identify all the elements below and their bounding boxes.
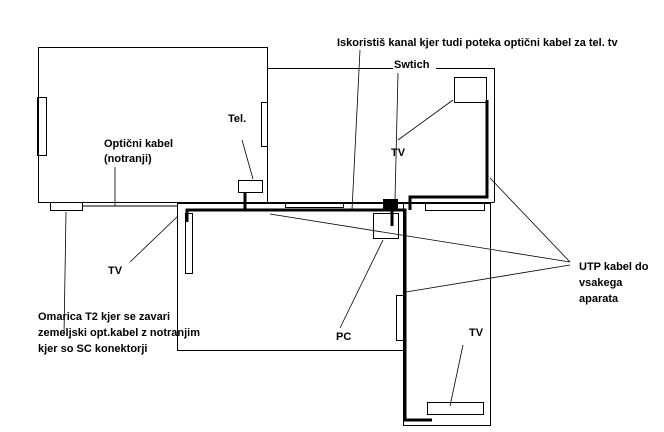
label-tv-left: TV	[108, 265, 123, 277]
label-utp-1: UTP kabel do	[579, 261, 649, 273]
leader-line	[351, 49, 361, 211]
label-utp-3: aparata	[579, 293, 619, 305]
pc-box	[373, 213, 399, 239]
label-omarica-2: zemeljski opt.kabel z notranjim	[38, 327, 200, 339]
room-lower-middle	[177, 203, 404, 351]
switch-block	[383, 199, 398, 210]
leader-line	[405, 264, 571, 293]
window	[185, 213, 193, 274]
leader-line	[339, 239, 384, 329]
tv-box-upper	[454, 77, 487, 103]
room-long-right	[403, 203, 491, 426]
window	[396, 295, 404, 341]
leader-line	[241, 139, 254, 180]
window	[261, 102, 268, 147]
room-left	[38, 47, 268, 203]
window	[37, 97, 47, 156]
leader-line	[129, 215, 179, 263]
label-omarica-1: Omarica T2 kjer se zavari	[38, 311, 170, 323]
label-tel: Tel.	[228, 113, 246, 125]
leader-line	[63, 211, 67, 336]
label-tv-bottom: TV	[469, 327, 484, 339]
telephone-box	[238, 180, 263, 193]
tv-box-bottom	[427, 402, 484, 415]
label-utp-2: vsakega	[579, 277, 623, 289]
leader-line	[397, 99, 454, 141]
room-upper-right	[267, 68, 495, 203]
leader-line	[489, 177, 571, 263]
label-top-note: Iskoristiš kanal kjer tudi poteka optičn…	[337, 37, 618, 49]
leader-line	[449, 344, 464, 407]
label-pc: PC	[336, 331, 351, 343]
utp-cable-main	[185, 208, 432, 422]
leader-line	[394, 72, 399, 201]
label-switch: Swtich	[394, 59, 430, 71]
label-optical-2: (notranji)	[104, 153, 152, 165]
leader-line	[269, 213, 571, 263]
window	[425, 202, 485, 211]
utp-cable-tv-upper	[408, 100, 489, 210]
label-tv-upper: TV	[391, 147, 406, 159]
label-optical-1: Optični kabel	[104, 138, 173, 150]
label-omarica-3: kjer so SC konektorji	[38, 343, 147, 355]
omarica-t2-box	[50, 202, 83, 211]
